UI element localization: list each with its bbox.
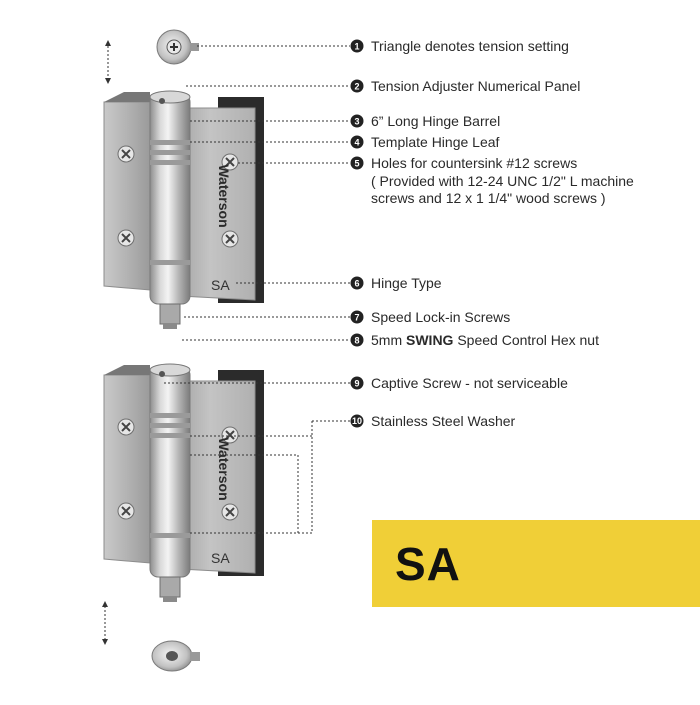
callout-3-text: 6” Long Hinge Barrel [371,113,500,129]
callout-8-text: 5mm SWING Speed Control Hex nut [371,332,599,348]
svg-text:2: 2 [354,82,359,92]
callout-5: 5 Holes for countersink #12 screws ( Pro… [350,155,634,206]
callout-10-text: Stainless Steel Washer [371,413,516,429]
callout-5-extra-2: screws and 12 x 1 1/4" wood screws ) [371,190,606,206]
bottom-dimension-arrow [102,601,108,645]
hinge-lower: Waterson SA [104,364,264,602]
svg-text:9: 9 [354,379,359,389]
brand-logo-lower: Waterson [216,437,232,500]
callout-6: 6 Hinge Type [350,275,442,291]
callout-1-text: Triangle denotes tension setting [371,38,569,54]
callout-1: 1 Triangle denotes tension setting [350,38,569,54]
svg-text:4: 4 [354,138,359,148]
callout-5-extra-1: ( Provided with 12-24 UNC 1/2" L machine [371,173,634,189]
callout-7: 7 Speed Lock-in Screws [350,309,510,325]
callout-9-text: Captive Screw - not serviceable [371,375,568,391]
callout-4: 4 Template Hinge Leaf [350,134,500,150]
callout-3: 3 6” Long Hinge Barrel [350,113,500,129]
hinge-type-mark-lower: SA [211,550,230,566]
hinge-type-badge: SA [372,520,700,607]
callout-6-text: Hinge Type [371,275,442,291]
callout-9: 9 Captive Screw - not serviceable [350,375,568,391]
callout-5-text: Holes for countersink #12 screws [371,155,577,171]
speed-control-nut [151,640,200,672]
hinge-type-mark-upper: SA [211,277,230,293]
brand-logo-upper: Waterson [216,164,232,227]
svg-text:8: 8 [354,336,359,346]
svg-text:5: 5 [354,159,359,169]
tension-adjuster-cap [156,29,199,65]
svg-text:1: 1 [354,42,359,52]
leader-lines [164,45,350,534]
hinge-upper: Waterson SA [104,91,264,329]
callout-7-text: Speed Lock-in Screws [371,309,510,325]
callout-4-text: Template Hinge Leaf [371,134,500,150]
callout-2: 2 Tension Adjuster Numerical Panel [350,78,580,94]
callout-8: 8 5mm SWING Speed Control Hex nut [350,332,599,348]
callout-10: 10 Stainless Steel Washer [350,413,516,429]
svg-text:6: 6 [354,279,359,289]
svg-text:7: 7 [354,313,359,323]
hinge-type-badge-label: SA [395,537,461,590]
callout-2-text: Tension Adjuster Numerical Panel [371,78,580,94]
svg-text:3: 3 [354,117,359,127]
svg-text:10: 10 [352,416,362,426]
top-dimension-arrow [105,40,111,84]
